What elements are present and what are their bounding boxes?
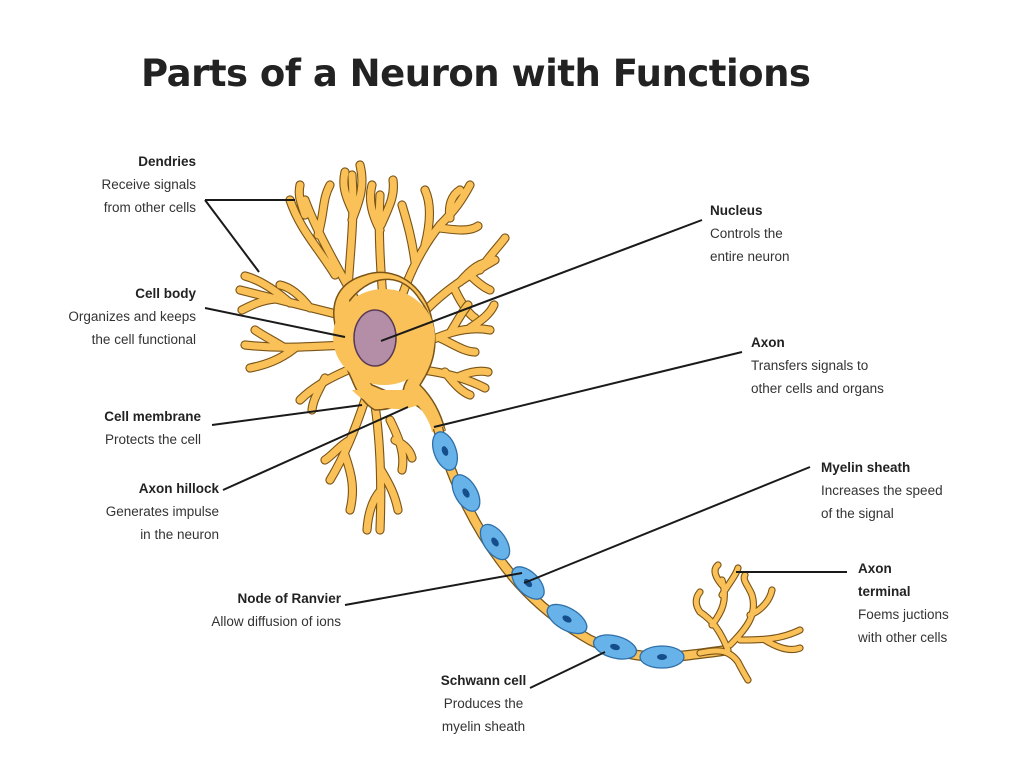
axon-terminal-illustration — [692, 561, 804, 684]
label-heading: Schwann cell — [440, 673, 527, 688]
label-line: Foems juctions — [858, 607, 949, 622]
label-line: Protects the cell — [104, 432, 201, 447]
label-heading: Cell membrane — [104, 409, 201, 424]
label-heading: Myelin sheath — [821, 460, 911, 475]
label-line: the cell functional — [91, 332, 196, 347]
label-line: Generates impulse — [105, 504, 219, 519]
label-node-of-ranvier: Node of Ranvier Allow diffusion of ions — [211, 587, 341, 633]
label-heading: Node of Ranvier — [237, 591, 341, 606]
dendrites-illustration — [235, 160, 510, 535]
label-line: entire neuron — [710, 249, 790, 264]
label-axon-hillock: Axon hillock Generates impulse in the ne… — [106, 477, 219, 546]
label-myelin-sheath: Myelin sheath Increases the speed of the… — [821, 456, 943, 525]
label-line: Produces the — [443, 696, 524, 711]
label-heading: Axon — [751, 335, 785, 350]
label-cell-body: Cell body Organizes and keeps the cell f… — [68, 282, 196, 351]
label-line: from other cells — [103, 200, 196, 215]
label-heading: Axon hillock — [138, 481, 219, 496]
label-line: myelin sheath — [441, 719, 526, 734]
label-dendrites: Dendries Receive signals from other cell… — [101, 150, 196, 219]
label-axon: Axon Transfers signals to other cells an… — [751, 331, 884, 400]
nucleus-shape — [353, 309, 397, 367]
label-heading: Nucleus — [710, 203, 763, 218]
label-line: of the signal — [821, 506, 894, 521]
leader-lines — [204, 199, 847, 689]
label-line: with other cells — [858, 630, 948, 645]
label-heading: Dendries — [138, 154, 196, 169]
label-line: Organizes and keeps — [68, 309, 196, 324]
label-nucleus: Nucleus Controls the entire neuron — [710, 199, 790, 268]
label-cell-membrane: Cell membrane Protects the cell — [104, 405, 201, 451]
label-line: Increases the speed — [821, 483, 943, 498]
myelin-segments — [431, 431, 685, 669]
diagram-title: Parts of a Neuron with Functions — [141, 52, 811, 95]
label-heading: terminal — [858, 584, 911, 599]
label-line: Receive signals — [101, 177, 196, 192]
label-line: Transfers signals to — [751, 358, 869, 373]
label-line: other cells and organs — [751, 381, 884, 396]
label-axon-terminal: Axon terminal Foems juctions with other … — [858, 557, 949, 649]
label-heading: Axon — [858, 561, 892, 576]
label-line: in the neuron — [140, 527, 219, 542]
label-heading: Cell body — [135, 286, 196, 301]
label-line: Controls the — [710, 226, 783, 241]
label-line: Allow diffusion of ions — [211, 614, 341, 629]
label-schwann-cell: Schwann cell Produces the myelin sheath — [425, 669, 542, 738]
